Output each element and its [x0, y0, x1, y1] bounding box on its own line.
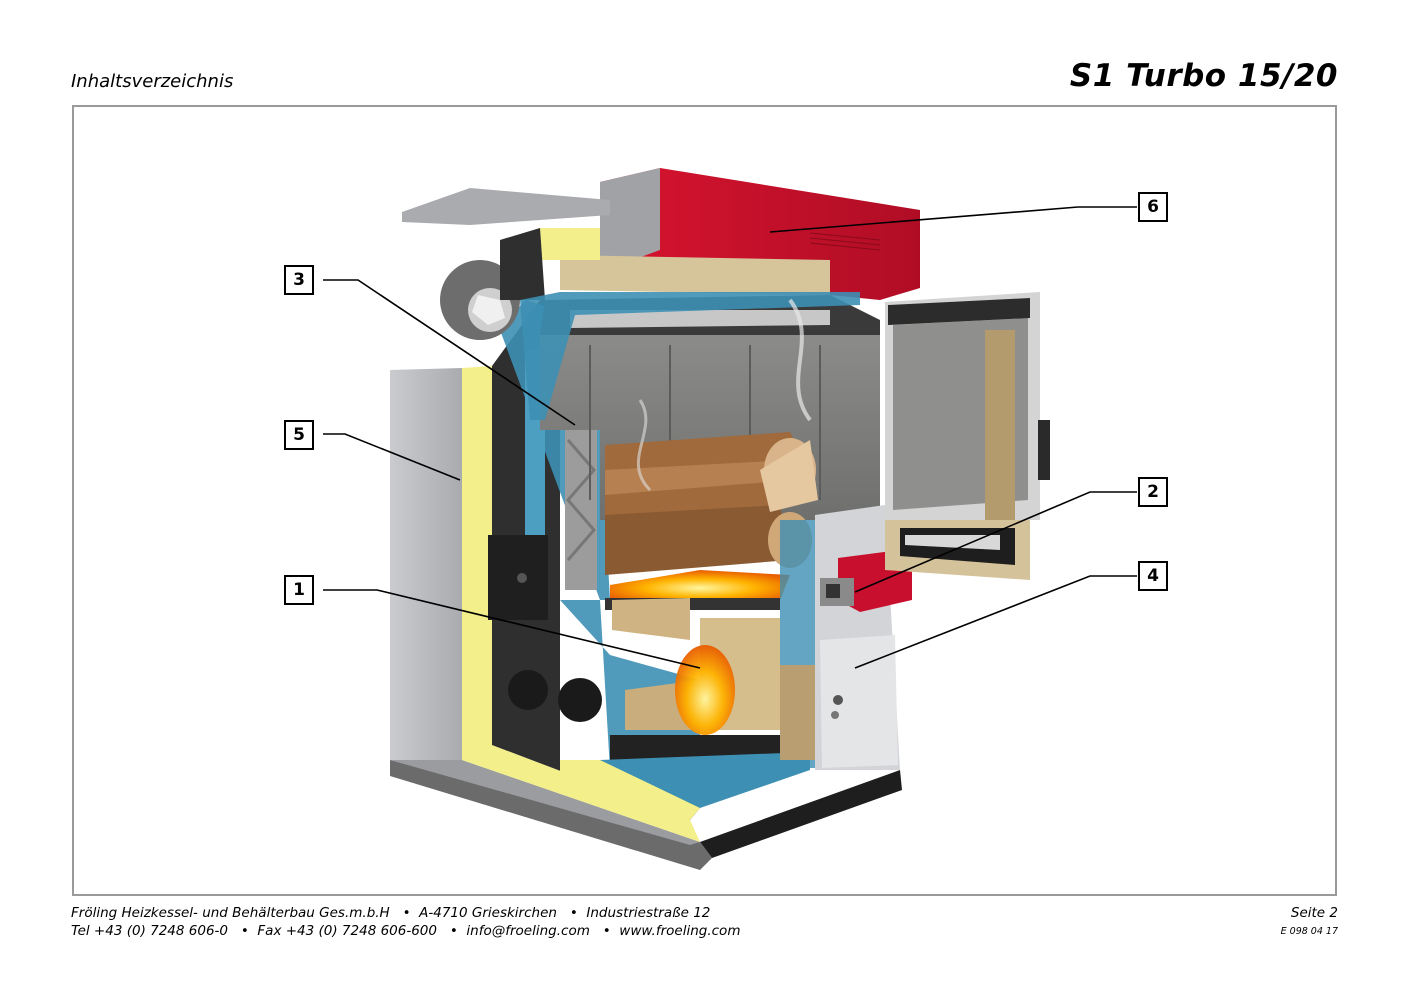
document-title: S1 Turbo 15/20: [1069, 58, 1338, 94]
figure-frame: [72, 105, 1337, 896]
callout-2: 2: [1138, 477, 1168, 507]
footer-company: Fröling Heizkessel- und Behälterbau Ges.…: [71, 905, 390, 921]
footer-street: Industriestraße 12: [586, 905, 711, 921]
footer-tel: Tel +43 (0) 7248 606-0: [71, 923, 228, 939]
footer-city: A-4710 Grieskirchen: [419, 905, 557, 921]
footer-page-info: Seite 2 E 098 04 17: [1281, 904, 1338, 941]
callout-6: 6: [1138, 192, 1168, 222]
callout-1: 1: [284, 575, 314, 605]
document-code: E 098 04 17: [1280, 926, 1338, 937]
callout-leader-lines: [323, 206, 1137, 669]
footer-fax: Fax +43 (0) 7248 606-600: [257, 923, 437, 939]
firewood-logs: [605, 432, 818, 575]
footer-email: info@froeling.com: [466, 923, 590, 939]
footer-contact: Fröling Heizkessel- und Behälterbau Ges.…: [71, 905, 741, 939]
footer-web: www.froeling.com: [619, 923, 741, 939]
callout-4: 4: [1138, 561, 1168, 591]
callout-3: 3: [284, 265, 314, 295]
page-number: Seite 2: [1290, 905, 1338, 921]
section-title: Inhaltsverzeichnis: [71, 71, 234, 92]
callout-5: 5: [284, 420, 314, 450]
